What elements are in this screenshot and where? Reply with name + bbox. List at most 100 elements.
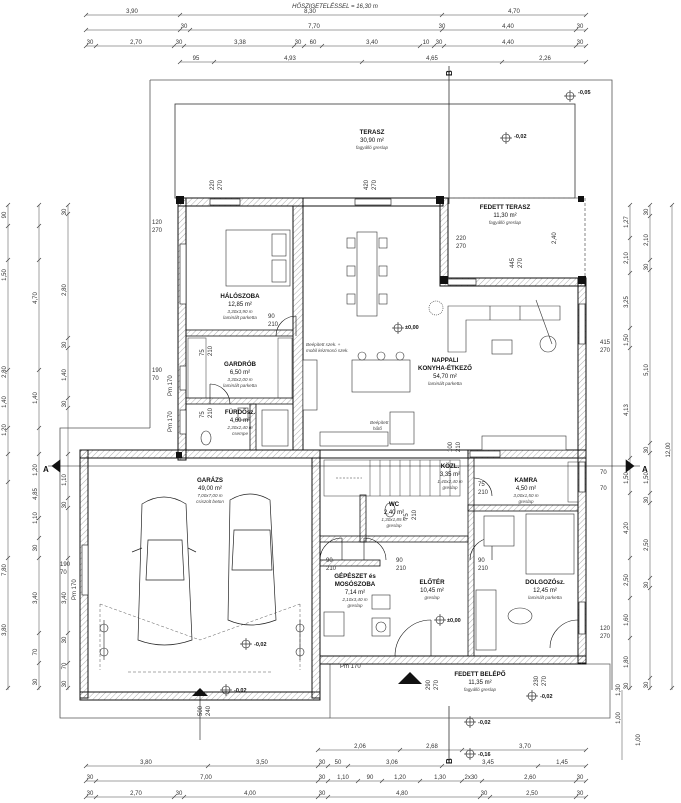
opening-label: 210 xyxy=(208,345,214,356)
room-finish: fagyálló greslap xyxy=(489,220,522,225)
room-name: FEDETT BELÉPŐ xyxy=(454,670,505,678)
dim-label: 1,50 xyxy=(624,334,630,346)
opening-label: 210 xyxy=(478,490,489,496)
dim-label: 30 xyxy=(644,263,650,270)
room-name-secondary: KONYHA-ÉTKEZŐ xyxy=(418,364,472,372)
opening-label: 75 xyxy=(200,349,206,356)
room-area: 11,35 m² xyxy=(468,680,491,686)
opening-label: 75 xyxy=(478,482,485,488)
room-name: FÜRDŐsz. xyxy=(225,409,256,416)
dim-label: 30 xyxy=(62,341,68,348)
level-label: -0,02 xyxy=(234,688,247,694)
dim-label: 3,40 xyxy=(33,592,39,604)
room-dolgozo: DOLGOZÓsz. 12,45 m² laminált parketta xyxy=(525,578,565,600)
section-b-top-label: B xyxy=(445,70,454,76)
dim-label: 30 xyxy=(644,581,650,588)
dim-label: 3,06 xyxy=(386,760,398,766)
room-area: 4,60 m² xyxy=(230,418,250,424)
dim-label: 7,70 xyxy=(308,24,320,30)
dim-label: 50 xyxy=(335,760,342,766)
room-name: ELŐTÉR xyxy=(419,578,445,586)
room-area: 12,85 m² xyxy=(228,302,252,308)
level-label: -0,02 xyxy=(540,694,553,700)
dim-label: 30 xyxy=(644,446,650,453)
dimension-chain-bottom xyxy=(83,747,589,800)
room-nappali: NAPPALI KONYHA-ÉTKEZŐ 54,70 m² laminált … xyxy=(418,357,472,386)
dim-label: 2,50 xyxy=(624,574,630,586)
dim-label: 1,80 xyxy=(624,656,630,668)
dim-label: 30 xyxy=(577,791,584,797)
room-name: DOLGOZÓsz. xyxy=(525,578,565,586)
opening-label: 270 xyxy=(456,244,467,250)
dim-label: 4,40 xyxy=(502,40,514,46)
room-name: NAPPALI xyxy=(432,357,459,364)
room-area: 2,40 m² xyxy=(384,510,404,516)
dim-label: 2,10 xyxy=(624,252,630,264)
dim-label: 1,50 xyxy=(2,269,8,281)
opening-label: 210 xyxy=(208,407,214,418)
dim-label: 2,60 xyxy=(524,775,536,781)
dim-label: 30 xyxy=(319,791,326,797)
dim-label: 30 xyxy=(644,496,650,503)
room-area: 49,00 m² xyxy=(198,486,222,492)
dim-label: 30 xyxy=(481,791,488,797)
dimension-labels-left: 90 1,50 2,80 1,40 1,20 7,80 3,80 4,70 1,… xyxy=(2,208,68,687)
bathroom-fixtures xyxy=(200,407,396,637)
room-kozl: KÖZL. 3,35 m² 1,40x2,40 m greslap xyxy=(437,463,462,490)
opening-label: 420 xyxy=(364,179,370,190)
dim-label: 4,85 xyxy=(33,488,39,500)
dim-label: 2,80 xyxy=(62,284,68,296)
opening-label: 70 xyxy=(60,570,67,576)
level-label: -0,05 xyxy=(578,90,591,96)
room-name: HÁLÓSZOBA xyxy=(220,292,260,300)
room-terasz: TERASZ 30,90 m² fagyálló greslap xyxy=(356,129,389,150)
dim-label: 2,06 xyxy=(354,744,366,750)
room-area: 30,90 m² xyxy=(360,138,384,144)
dim-label: 30 xyxy=(62,400,68,407)
opening-label: 240 xyxy=(206,705,212,716)
dim-label: 30 xyxy=(62,680,68,687)
dim-label: 30 xyxy=(644,681,650,688)
dim-label: 30 xyxy=(176,791,183,797)
opening-label: 210 xyxy=(326,566,337,572)
annotation-notes: Beépített szek. + mobil kézmosó szek. Be… xyxy=(306,342,389,431)
dim-label: 4,20 xyxy=(624,522,630,534)
room-area: 3,35 m² xyxy=(440,472,460,478)
dim-label: 30 xyxy=(87,791,94,797)
dim-label: 2,10 xyxy=(644,234,650,246)
level-labels: -0,05 -0,02 ±0,00 ±0,00 -0,02 -0,02 -0,0… xyxy=(234,90,591,758)
dim-label: 1,20 xyxy=(394,775,406,781)
dim-label: 3,40 xyxy=(366,40,378,46)
opening-label: 100 xyxy=(448,441,454,452)
opening-label: 190 xyxy=(152,368,163,374)
dim-label: 95 xyxy=(193,56,200,62)
title-label: HŐSZIGETELÉSSEL = 16,30 m xyxy=(292,3,378,10)
room-size: 2,30x2,40 m xyxy=(226,425,252,430)
dim-label: 1,45 xyxy=(556,760,568,766)
dim-label: 90 xyxy=(367,775,374,781)
dim-label: 1,00 xyxy=(616,712,622,724)
dim-label: 1,10 xyxy=(62,474,68,486)
dim-label: 30 xyxy=(87,40,94,46)
opening-label: 220 xyxy=(210,179,216,190)
dim-label: 3,50 xyxy=(256,760,268,766)
dim-label: 1,20 xyxy=(33,464,39,476)
dim-label: 4,40 xyxy=(502,24,514,30)
room-size: 2,10x3,40 m xyxy=(341,597,367,602)
dimension-chain-top xyxy=(83,12,589,65)
dim-label: 1,00 xyxy=(636,734,642,746)
room-haloszoba: HÁLÓSZOBA 12,85 m² 3,30x3,90 m laminált … xyxy=(220,292,260,320)
room-area: 11,30 m² xyxy=(493,213,516,219)
kitchen-counter xyxy=(302,359,567,451)
dim-label: 30 xyxy=(577,40,584,46)
dim-label: 7,00 xyxy=(200,775,212,781)
dim-label: 10 xyxy=(423,40,430,46)
dim-label: 2,70 xyxy=(130,791,142,797)
dim-label: 4,00 xyxy=(244,791,256,797)
level-label: -0,02 xyxy=(254,642,267,648)
dim-label: 70 xyxy=(33,648,39,655)
kitchen-island xyxy=(351,351,411,393)
bicycles xyxy=(99,620,305,660)
dim-label: 3,40 xyxy=(62,592,68,604)
